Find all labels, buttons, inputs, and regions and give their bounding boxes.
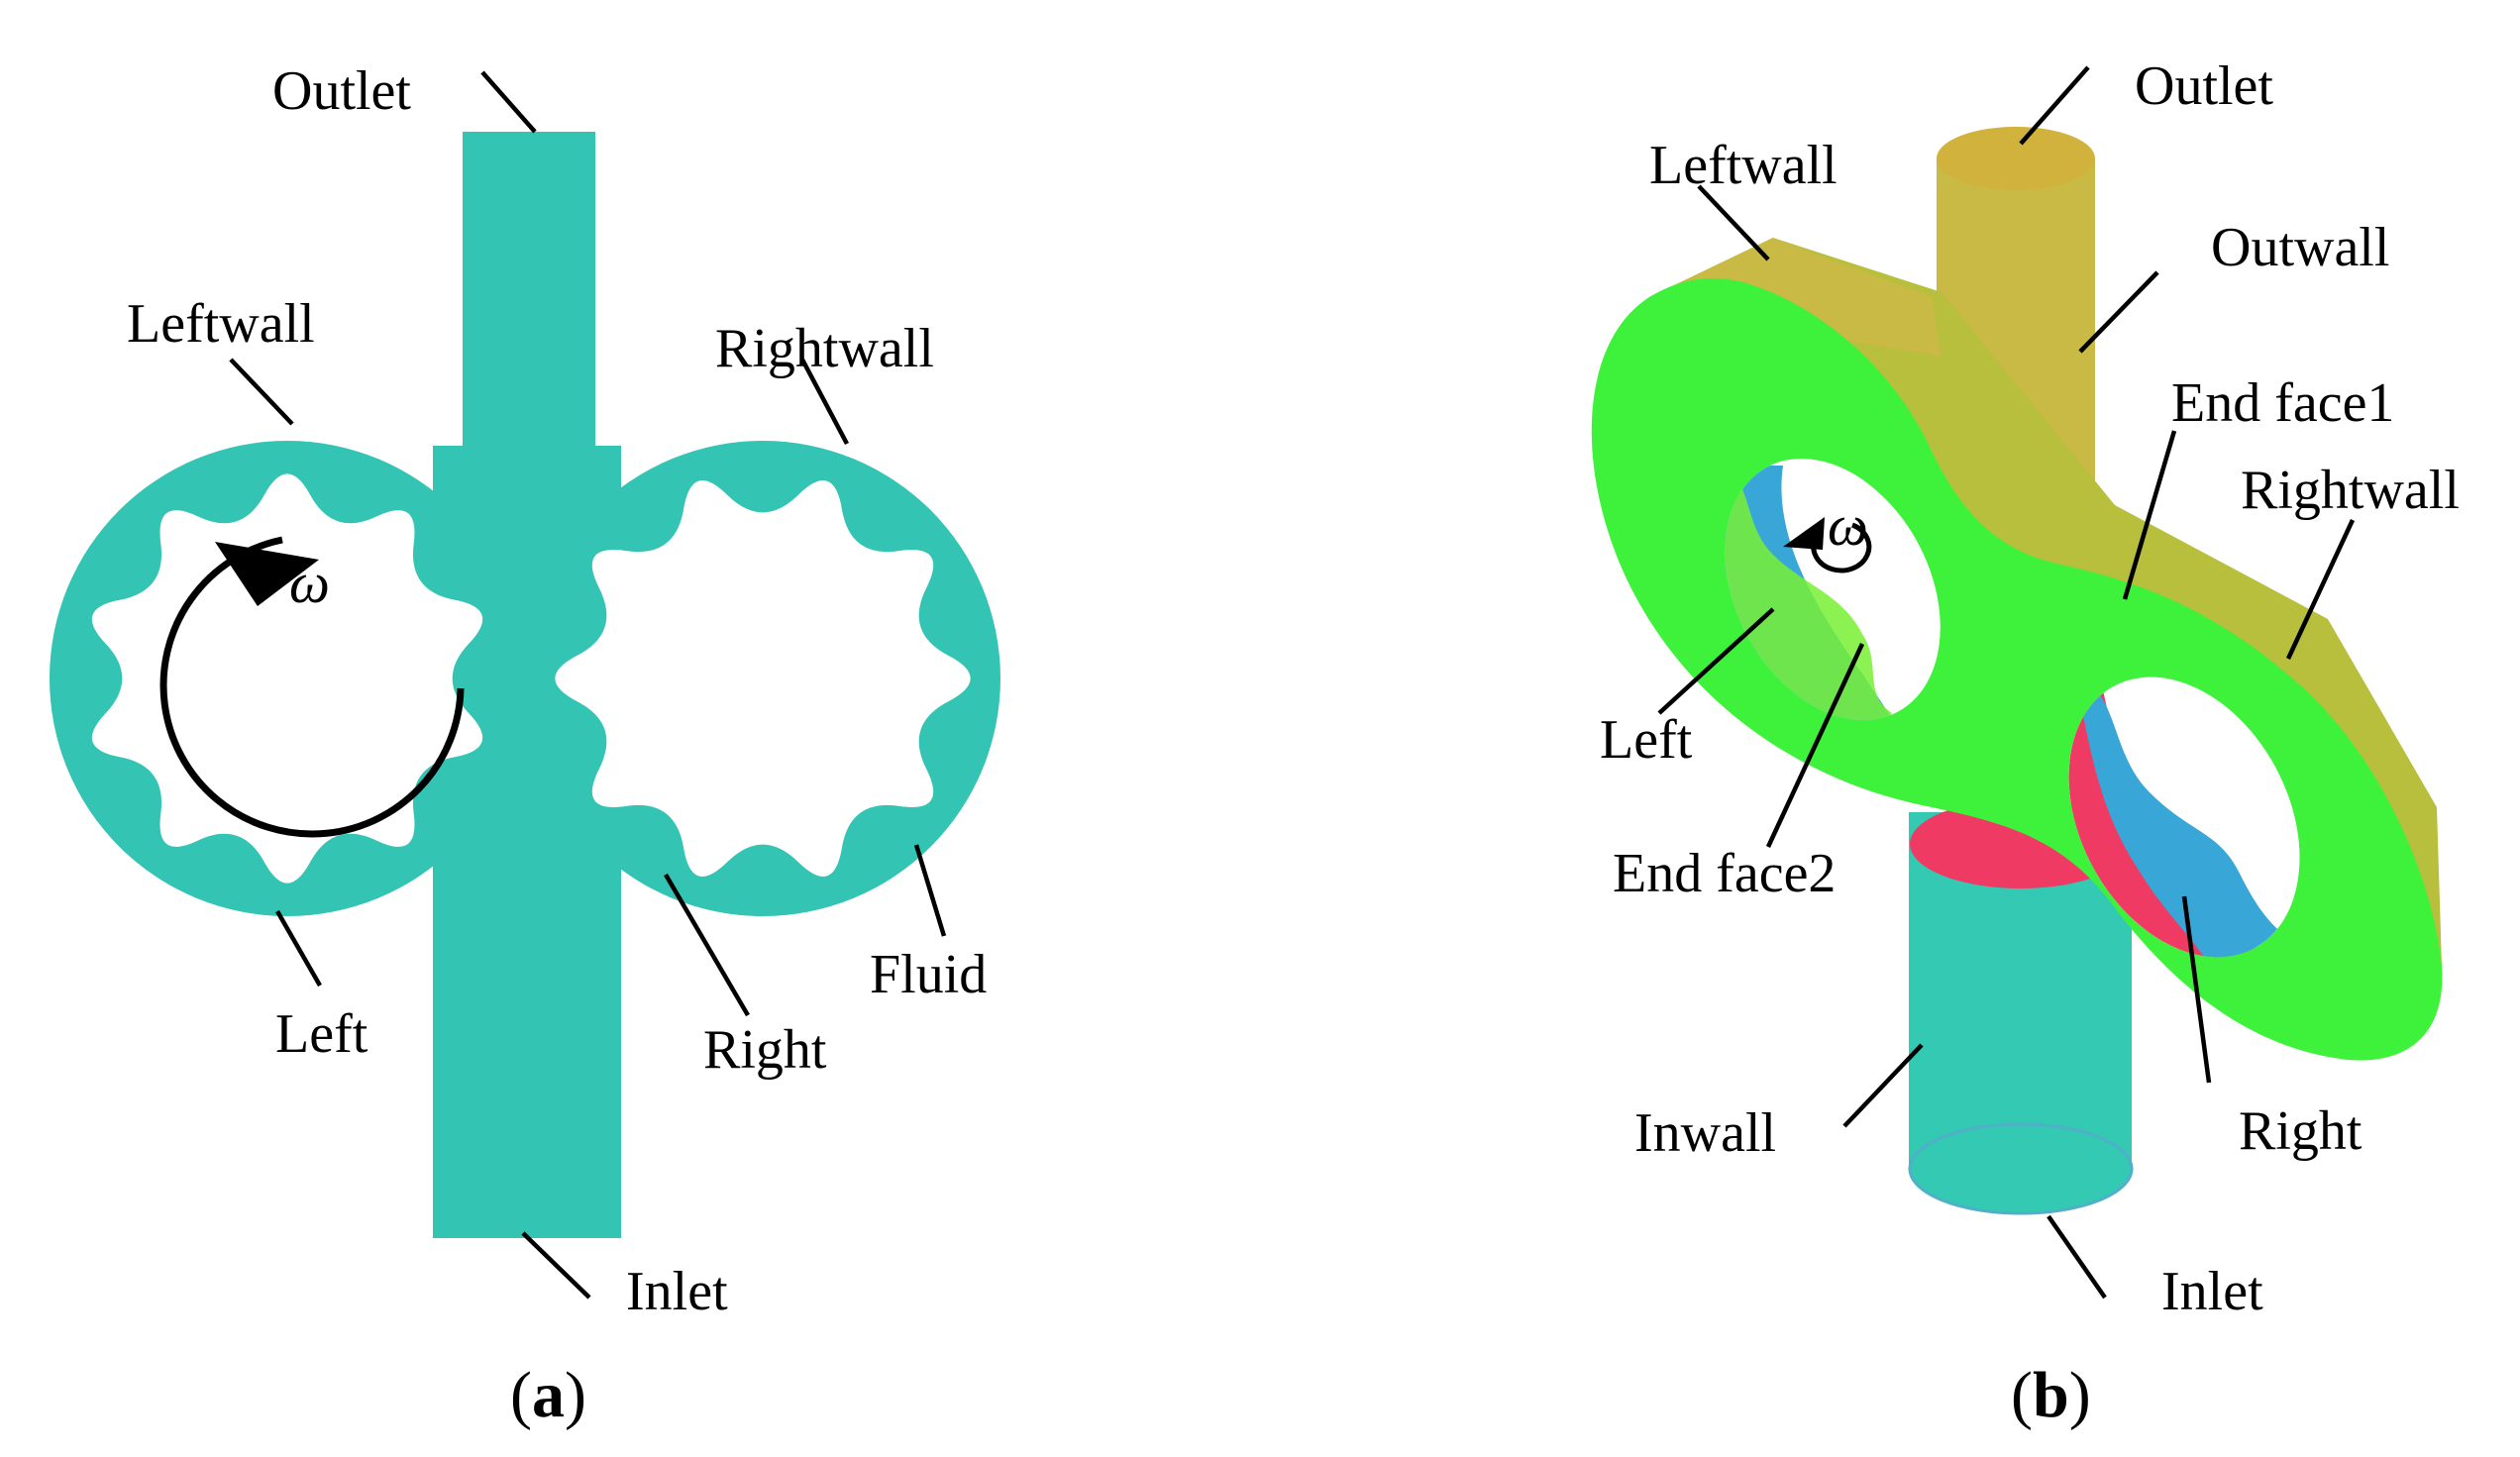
rightwall-leader — [800, 358, 849, 446]
inlet-leader-b — [2047, 1214, 2107, 1300]
left-leader — [275, 909, 322, 988]
label-right: Right — [703, 1019, 827, 1081]
rightwall-leader-b — [2285, 519, 2356, 660]
label-inlet-b: Inlet — [2161, 1261, 2263, 1322]
label-leftwall: Leftwall — [127, 293, 315, 355]
outlet-leader-b — [2019, 65, 2090, 146]
label-end-face1-b: End face1 — [2171, 372, 2394, 434]
label-end-face2-b: End face2 — [1613, 843, 1836, 904]
label-rightwall-b: Rightwall — [2241, 460, 2460, 521]
label-left: Left — [275, 1003, 368, 1065]
outlet-top — [1937, 127, 2095, 190]
outlet-channel — [463, 132, 595, 508]
label-leftwall-b: Leftwall — [1649, 135, 1838, 196]
label-inlet: Inlet — [626, 1261, 728, 1322]
leftwall-top — [1649, 238, 1942, 357]
panel-b: ω Outlet Leftwall Outwall End face1 Righ… — [1591, 55, 2460, 1431]
right-leader-b — [2181, 895, 2212, 1084]
right-gear-chamber — [525, 441, 1000, 916]
gear-mesh-region — [433, 446, 621, 911]
label-inwall-b: Inwall — [1634, 1102, 1776, 1164]
rotation-arrow — [159, 536, 465, 838]
omega-symbol-b: ω — [1828, 493, 1868, 558]
label-outlet: Outlet — [272, 60, 411, 122]
fluid-leader — [913, 844, 947, 937]
inlet-bottom — [1908, 1122, 2134, 1215]
label-fluid: Fluid — [870, 944, 987, 1005]
caption-b: (b) — [2011, 1359, 2091, 1431]
inwall-leader-b — [1842, 1043, 1924, 1128]
label-outwall-b: Outwall — [2211, 217, 2389, 278]
label-left-b: Left — [1600, 709, 1693, 771]
rotation-arrowhead-b — [1783, 517, 1825, 550]
leftwall-leader-b — [1697, 184, 1770, 261]
end-face1-leader-b — [2122, 430, 2177, 600]
caption-a: (a) — [510, 1359, 586, 1431]
outwall-leader-b — [2078, 270, 2159, 354]
left-leader-b — [1657, 607, 1775, 715]
rotation-arrowhead — [215, 542, 319, 606]
right-leader — [664, 873, 750, 1017]
label-right-b: Right — [2239, 1100, 2362, 1162]
label-outlet-b: Outlet — [2135, 55, 2273, 117]
panel-a: ω Outlet Leftwall Rightwall Left Right F… — [50, 60, 1000, 1431]
outlet-leader — [480, 70, 537, 134]
end-face2-leader-b — [1765, 643, 1865, 848]
inlet-leader — [521, 1231, 591, 1300]
leftwall-leader — [229, 358, 294, 426]
omega-symbol: ω — [289, 551, 330, 615]
fluid-domain-2d — [50, 132, 1000, 1238]
label-rightwall: Rightwall — [715, 318, 934, 379]
rotation-arrow-b — [1811, 522, 1872, 573]
